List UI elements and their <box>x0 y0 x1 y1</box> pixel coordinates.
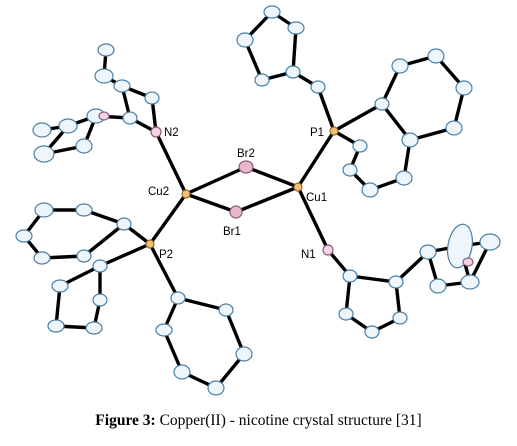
figure-caption: Figure 3: Copper(II) - nicotine crystal … <box>0 412 517 430</box>
label-br2: Br2 <box>237 148 255 160</box>
label-n2: N2 <box>164 127 179 139</box>
p1-atom <box>329 126 339 136</box>
atom-label-layer: N2 Br2 P1 Cu2 Cu1 Br1 N1 P2 <box>148 127 327 261</box>
label-br1: Br1 <box>223 226 241 238</box>
caption-text: Copper(II) - nicotine crystal structure … <box>155 412 422 429</box>
label-cu1: Cu1 <box>306 192 327 204</box>
caption-prefix: Figure 3: <box>95 412 156 429</box>
n-pyrrolidine-left <box>98 111 110 121</box>
n1-atom <box>322 244 334 256</box>
label-cu2: Cu2 <box>148 186 169 198</box>
carbon-ellipsoids <box>15 5 501 396</box>
p2-atom <box>145 239 155 249</box>
br1-atom <box>229 205 243 219</box>
cu1-atom <box>293 182 303 192</box>
label-n1: N1 <box>301 249 316 261</box>
br2-atom <box>238 160 254 174</box>
ortep-diagram: N2 Br2 P1 Cu2 Cu1 Br1 N1 P2 <box>15 5 501 396</box>
label-p2: P2 <box>159 249 173 261</box>
heavy-atoms <box>98 111 474 267</box>
label-p1: P1 <box>310 127 324 139</box>
cu2-atom <box>181 189 191 199</box>
n2-atom <box>150 126 162 138</box>
n-pyrrolidine-right <box>462 257 474 267</box>
